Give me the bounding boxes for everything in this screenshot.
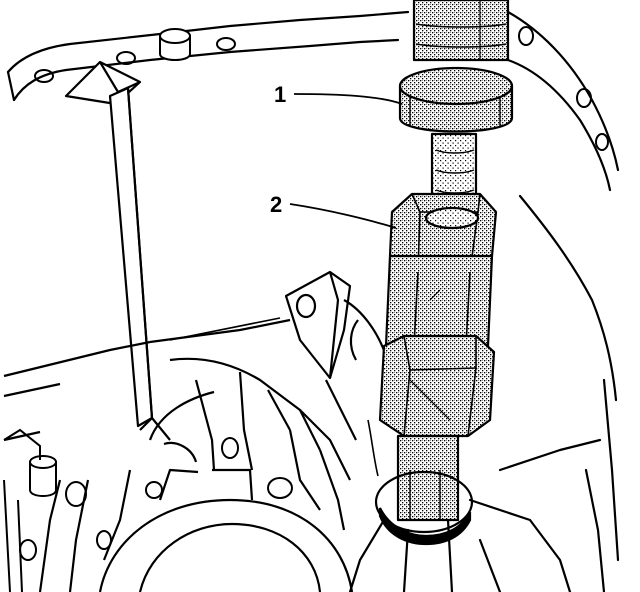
bearing-bore [38,357,354,592]
slide-hammer-tool [378,0,514,522]
shift-rail [64,60,171,441]
tool-bore-ring [374,470,474,546]
callout-1: 1 [274,82,403,107]
callout-1-leader [293,93,403,105]
case-wall [3,270,388,442]
case-detail-lines [169,317,379,477]
callout-2: 2 [270,192,397,229]
callout-1-label: 1 [274,82,286,107]
callout-2-label: 2 [270,192,282,217]
callout-2-leader [289,203,397,229]
case-stud [3,428,57,592]
dowel-pin [159,28,191,61]
flange-holes [34,26,609,151]
